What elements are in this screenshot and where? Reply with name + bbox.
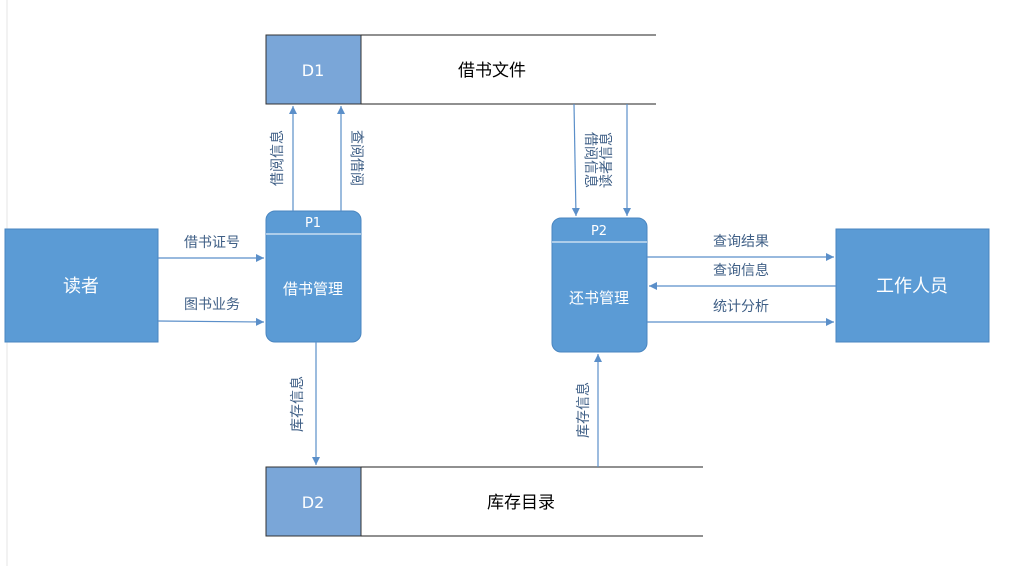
flow-inventory-up-label: 库存信息 — [575, 382, 592, 438]
flow-stats-label: 统计分析 — [713, 299, 769, 315]
flow-borrow-reader-b: 读者信息 — [598, 104, 631, 216]
flow-stats: 统计分析 — [647, 299, 834, 326]
entity-reader-label: 读者 — [63, 276, 99, 297]
store-d2-name: 库存目录 — [487, 493, 555, 513]
store-d1-name: 借书文件 — [458, 61, 526, 81]
entity-staff-label: 工作人员 — [876, 276, 948, 297]
store-d1: D1 借书文件 — [265, 34, 656, 105]
flow-borrow-reader-a-label: 借阅信息 — [582, 132, 599, 188]
store-d1-id: D1 — [302, 61, 325, 80]
flow-book-business-label: 图书业务 — [184, 297, 240, 313]
process-p2-name: 还书管理 — [569, 289, 629, 307]
process-p2: P2 还书管理 — [551, 217, 648, 353]
flow-inventory-up: 库存信息 — [575, 354, 602, 467]
entity-staff: 工作人员 — [835, 228, 990, 343]
entity-reader: 读者 — [4, 228, 159, 343]
flow-query-result-label: 查询结果 — [713, 234, 769, 250]
store-d2: D2 库存目录 — [265, 466, 703, 537]
flow-query-info: 查询信息 — [649, 262, 836, 290]
flow-inventory-down-label: 库存信息 — [289, 376, 306, 432]
flow-card-no-label: 借书证号 — [184, 235, 240, 251]
flow-card-no: 借书证号 — [158, 235, 264, 262]
process-p2-id: P2 — [591, 224, 607, 239]
flow-inventory-down: 库存信息 — [289, 342, 320, 465]
store-d2-id: D2 — [302, 493, 325, 512]
process-p1-name: 借书管理 — [283, 280, 343, 298]
flow-query-info-label: 查询信息 — [713, 262, 769, 279]
flow-query-borrow: 查阅借阅 — [337, 106, 364, 211]
flow-book-business: 图书业务 — [157, 297, 265, 326]
flow-query-result: 查询结果 — [647, 234, 834, 261]
process-p1: P1 借书管理 — [265, 210, 362, 343]
flow-borrow-reader-a: 借阅信息 — [571, 103, 599, 217]
flow-borrow-info-up-label: 借阅信息 — [269, 130, 286, 186]
flow-query-borrow-label: 查阅借阅 — [348, 130, 364, 186]
process-p1-id: P1 — [305, 216, 321, 231]
flow-borrow-info-up: 借阅信息 — [269, 106, 297, 211]
flow-borrow-reader-b-label: 读者信息 — [598, 132, 615, 188]
